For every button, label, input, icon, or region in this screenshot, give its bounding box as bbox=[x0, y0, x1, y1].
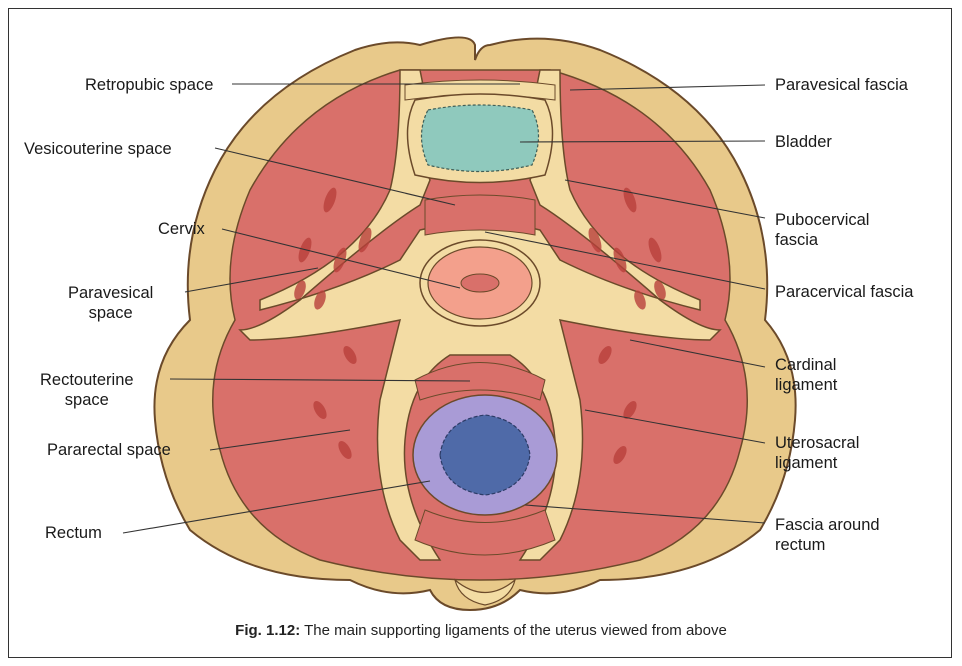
label-fascia-around-rectum: Fascia around rectum bbox=[775, 515, 880, 555]
label-paracervical-fascia: Paracervical fascia bbox=[775, 282, 913, 302]
label-vesicouterine-space: Vesicouterine space bbox=[24, 139, 172, 159]
label-paravesical-space: Paravesical space bbox=[68, 283, 153, 323]
label-bladder: Bladder bbox=[775, 132, 832, 152]
label-cardinal-ligament: Cardinal ligament bbox=[775, 355, 837, 395]
rectum-lumen bbox=[440, 415, 530, 495]
label-pararectal-space: Pararectal space bbox=[47, 440, 171, 460]
caption-figure-number: Fig. 1.12: bbox=[235, 622, 300, 639]
label-paravesical-fascia: Paravesical fascia bbox=[775, 75, 908, 95]
label-retropubic-space: Retropubic space bbox=[85, 75, 213, 95]
label-rectum: Rectum bbox=[45, 523, 102, 543]
bladder-lumen bbox=[422, 105, 539, 172]
caption-text: The main supporting ligaments of the ute… bbox=[300, 622, 727, 639]
label-uterosacral-ligament: Uterosacral ligament bbox=[775, 433, 859, 473]
label-pubocervical-fascia: Pubocervical fascia bbox=[775, 210, 869, 250]
label-rectouterine-space: Rectouterine space bbox=[40, 370, 134, 410]
vesicouterine-space bbox=[425, 195, 535, 235]
cervical-os bbox=[461, 274, 499, 292]
label-cervix: Cervix bbox=[158, 219, 205, 239]
figure-caption: Fig. 1.12: The main supporting ligaments… bbox=[0, 622, 962, 639]
